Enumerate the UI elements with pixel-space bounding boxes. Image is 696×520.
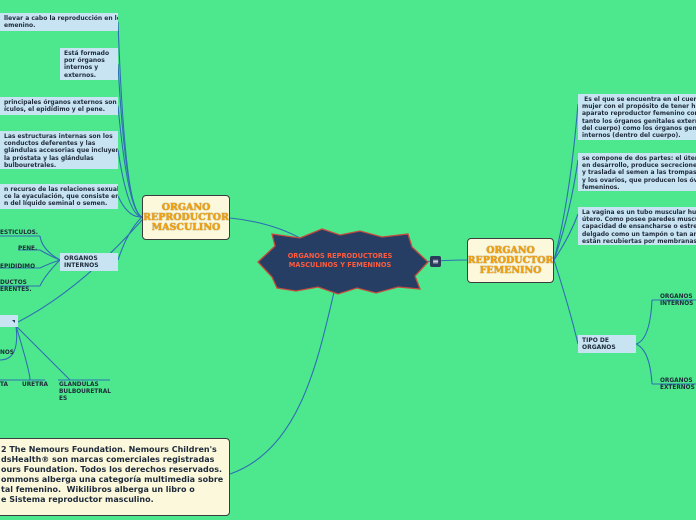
- femenino-tipo-node[interactable]: TIPO DE ORGANOS: [578, 335, 636, 353]
- femenino-note-1[interactable]: Es el que se encuentra en el cuerpo d mu…: [578, 94, 696, 140]
- masculino-note-4[interactable]: Las estructuras internas son los conduct…: [0, 131, 118, 169]
- femenino-note-3[interactable]: La vagina es un tubo muscular hueco úter…: [578, 207, 696, 245]
- masculino-title: ORGANO REPRODUCTOR MASCULINO: [143, 201, 229, 233]
- femenino-internos-item[interactable]: ORGANOS INTERNOS: [660, 294, 694, 307]
- masculino-note-2[interactable]: Está formado por órganos internos y exte…: [60, 48, 118, 80]
- externos-item-uretra[interactable]: URETRA: [22, 382, 49, 388]
- femenino-box[interactable]: ORGANO REPRODUCTOR FEMENINO: [467, 238, 554, 283]
- credit-note[interactable]: 2 The Nemours Foundation. Nemours Childr…: [0, 438, 230, 516]
- masculino-box[interactable]: ORGANO REPRODUCTOR MASCULINO: [142, 195, 230, 240]
- internos-item-epididimo[interactable]: EPIDIDIMO: [0, 264, 35, 270]
- masculino-note-3[interactable]: principales órganos externos son los ícu…: [0, 97, 118, 115]
- masculino-internos-node[interactable]: ORGANOS INTERNOS: [60, 253, 118, 271]
- masculino-note-1[interactable]: llevar a cabo la reproducción en los eme…: [0, 13, 118, 31]
- equals-icon[interactable]: ≡: [430, 256, 441, 267]
- femenino-note-2[interactable]: se compone de dos partes: el útero, c en…: [578, 153, 696, 191]
- femenino-title: ORGANO REPRODUCTOR FEMENINO: [467, 244, 554, 276]
- internos-item-conductos[interactable]: DUCTOS ERENTES.: [0, 280, 32, 293]
- femenino-externos-item[interactable]: ORGANOS EXTERNOS: [660, 378, 695, 391]
- central-node-shape[interactable]: [257, 228, 429, 295]
- internos-item-testiculos[interactable]: ESTICULOS.: [0, 230, 38, 236]
- central-topic[interactable]: ORGANOS REPRODUCTORES MASCULINOS Y FEMEN…: [287, 252, 393, 269]
- internos-item-pene[interactable]: PENE.: [18, 246, 38, 252]
- masculino-note-5[interactable]: n recurso de las relaciones sexuales ce …: [0, 184, 118, 209]
- collapse-toggle-icon[interactable]: [0, 315, 18, 327]
- externos-item-prostata[interactable]: TA: [0, 382, 8, 388]
- masculino-externos-node[interactable]: NOS: [0, 350, 14, 356]
- externos-item-glandulas[interactable]: GLANDULAS BULBOURETRAL ES: [59, 382, 111, 402]
